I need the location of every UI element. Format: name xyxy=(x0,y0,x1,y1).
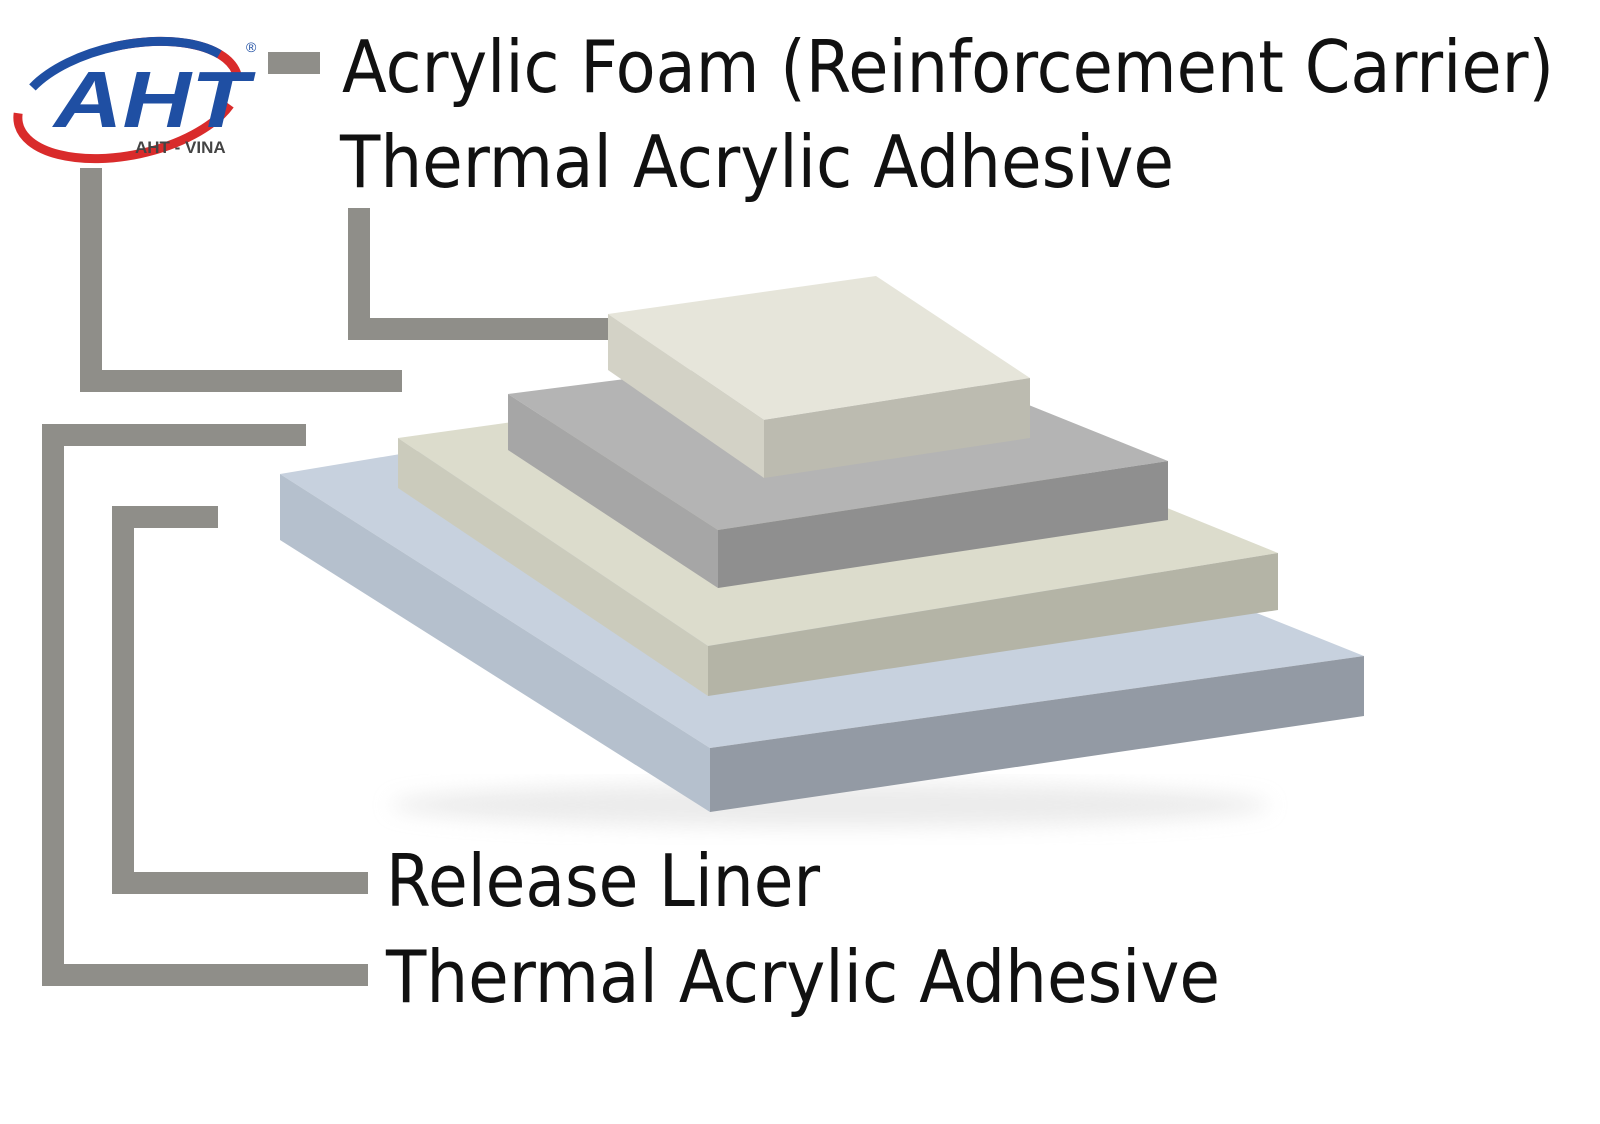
logo-subtitle: AHT - VINA xyxy=(135,138,226,157)
layer-top-adhesive xyxy=(608,276,1030,478)
label-release-liner: Release Liner xyxy=(386,839,820,923)
leader-bottom-adhesive-horizontal-top xyxy=(42,424,306,446)
layer-bottom-adhesive-left xyxy=(398,438,708,696)
layer-release-liner-left xyxy=(280,474,710,812)
layer-top-adhesive-left xyxy=(608,314,764,478)
layer-bottom-adhesive-front xyxy=(708,553,1278,696)
leader-lines xyxy=(42,52,608,986)
leader-bottom-adhesive-vertical xyxy=(42,424,64,986)
leader-liner-horizontal-bottom xyxy=(112,872,368,894)
leader-foam-vertical xyxy=(80,168,102,392)
layer-stack xyxy=(280,276,1364,812)
layer-release-liner-front xyxy=(710,656,1364,812)
logo-registered-mark: ® xyxy=(246,39,257,55)
labels: Acrylic Foam (Reinforcement Carrier) The… xyxy=(339,25,1554,1019)
layer-top-adhesive-top xyxy=(608,276,1030,420)
logo-mark: AHT xyxy=(52,55,257,144)
layer-acrylic-foam-left xyxy=(508,394,718,588)
label-bottom-adhesive: Thermal Acrylic Adhesive xyxy=(385,935,1220,1019)
layer-top-adhesive-front xyxy=(764,378,1030,478)
aht-logo: AHT ® AHT - VINA xyxy=(13,36,257,164)
logo-swoosh-blue xyxy=(13,36,243,164)
stack-shadow xyxy=(390,783,1270,827)
leader-top-adhesive-vertical xyxy=(348,208,370,340)
leader-top-adhesive-horizontal xyxy=(348,318,608,340)
leader-bottom-adhesive-horizontal-bottom xyxy=(42,964,368,986)
label-top-adhesive: Thermal Acrylic Adhesive xyxy=(339,120,1174,204)
leader-foam-horizontal xyxy=(80,370,402,392)
leader-liner-vertical xyxy=(112,506,134,894)
label-acrylic-foam: Acrylic Foam (Reinforcement Carrier) xyxy=(342,25,1554,109)
layer-acrylic-foam-front xyxy=(718,461,1168,588)
leader-top-dash xyxy=(268,52,320,74)
leader-liner-horizontal-top xyxy=(112,506,218,528)
